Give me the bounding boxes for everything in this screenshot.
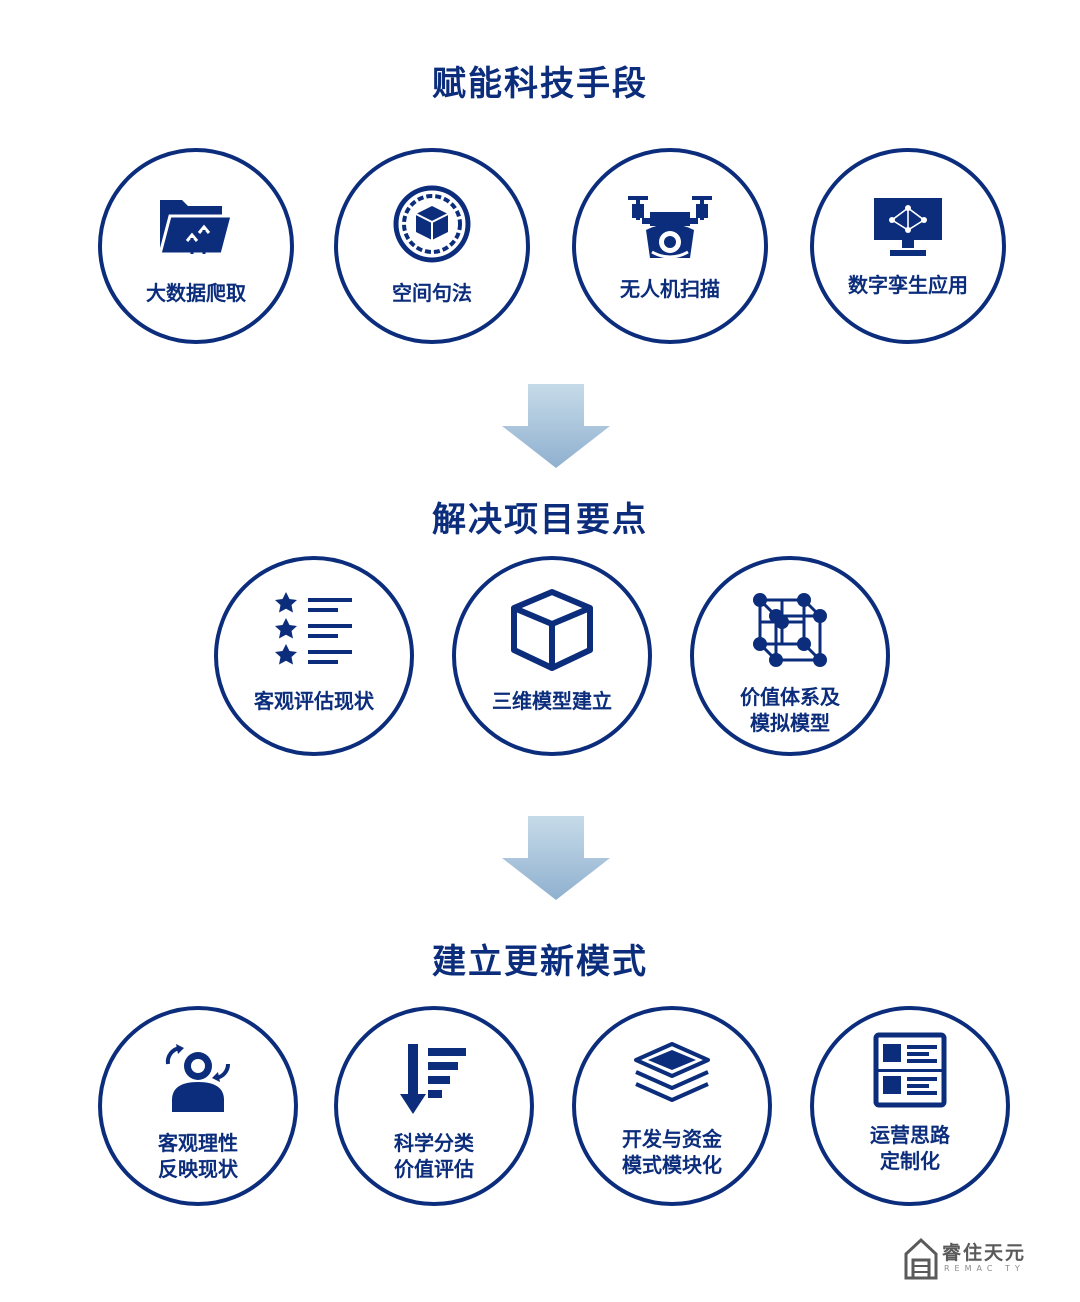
circle-drone-scan: 无人机扫描 (572, 148, 768, 344)
section-title-update-mode: 建立更新模式 (432, 942, 648, 982)
layout-list-icon (873, 1032, 947, 1108)
star-list-icon (275, 592, 352, 665)
sort-down-icon (400, 1044, 466, 1114)
circle-modularization: 开发与资金 模式模块化 (572, 1006, 772, 1206)
label-value-system: 价值体系及 模拟模型 (740, 685, 840, 735)
circle-objective-assessment: 客观评估现状 (214, 556, 414, 756)
brand-name: 睿住天元 (942, 1242, 1027, 1264)
monitor-network-icon (874, 198, 942, 256)
circle-digital-twin: 数字孪生应用 (810, 148, 1006, 344)
down-arrow-1 (502, 384, 610, 468)
circle-big-data: 大数据爬取 (98, 148, 294, 344)
lattice-icon (753, 593, 827, 667)
label-scientific-classification: 科学分类 价值评估 (394, 1131, 474, 1181)
building-logo-icon (904, 1237, 938, 1280)
down-arrow-2 (502, 816, 610, 900)
cube-ring-icon (393, 185, 471, 263)
section-title-points: 解决项目要点 (432, 500, 648, 540)
label-objective-assessment: 客观评估现状 (254, 689, 374, 713)
user-refresh-icon (165, 1044, 231, 1112)
label-objective-reflection: 客观理性 反映现状 (158, 1131, 238, 1181)
brand-logo: 睿住天元 REMAC TY (904, 1236, 1044, 1284)
folder-upload-icon (158, 200, 234, 256)
label-digital-twin: 数字孪生应用 (848, 273, 968, 297)
circle-3d-model: 三维模型建立 (452, 556, 652, 756)
label-space-syntax: 空间句法 (392, 281, 472, 305)
label-modularization: 开发与资金 模式模块化 (622, 1127, 722, 1177)
drone-icon (628, 196, 712, 259)
label-drone-scan: 无人机扫描 (620, 277, 720, 301)
label-customized-operation: 运营思路 定制化 (870, 1123, 950, 1173)
circle-space-syntax: 空间句法 (334, 148, 530, 344)
3d-box-icon (511, 589, 593, 671)
brand-subtitle: REMAC TY (944, 1264, 1025, 1273)
layers-icon (634, 1042, 710, 1102)
section-title-tech: 赋能科技手段 (432, 64, 648, 104)
circle-scientific-classification: 科学分类 价值评估 (334, 1006, 534, 1206)
label-big-data: 大数据爬取 (146, 281, 246, 305)
circle-customized-operation: 运营思路 定制化 (810, 1006, 1010, 1206)
circle-value-system: 价值体系及 模拟模型 (690, 556, 890, 756)
circle-objective-reflection: 客观理性 反映现状 (98, 1006, 298, 1206)
label-3d-model: 三维模型建立 (492, 689, 612, 713)
